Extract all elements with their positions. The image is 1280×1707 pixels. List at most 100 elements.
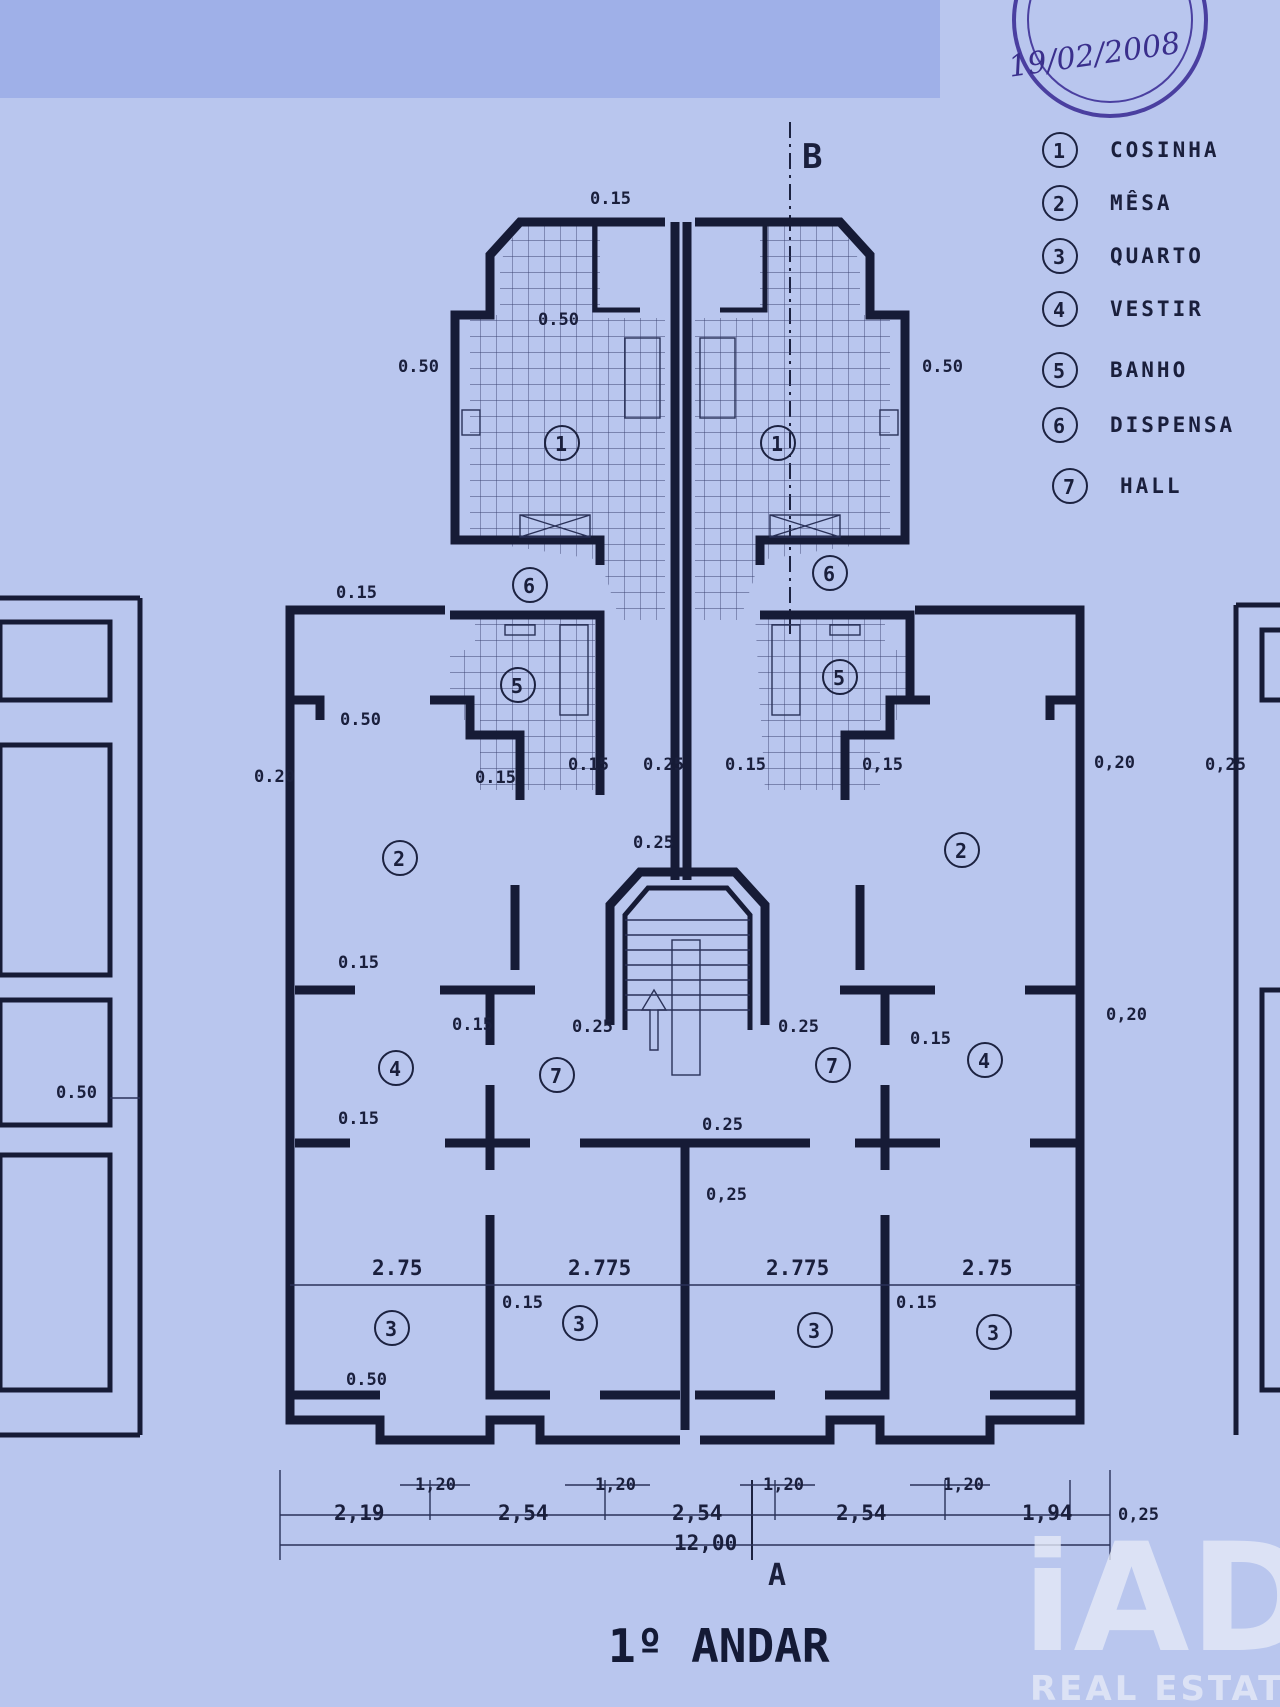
svg-text:DISPENSA: DISPENSA bbox=[1110, 413, 1235, 437]
watermark-tagline: REAL ESTATE bbox=[1030, 1669, 1280, 1707]
legend-item: 5 BANHO bbox=[1042, 352, 1185, 388]
dim-label: 0.25 bbox=[702, 1115, 743, 1135]
dim-label: 0.25 bbox=[778, 1017, 819, 1037]
total-width: 12,00 bbox=[674, 1531, 737, 1555]
dim-label: 0,25 bbox=[1205, 755, 1246, 775]
neighbor-frame-right: 0,25 bbox=[1205, 602, 1280, 1435]
svg-text:MÊSA: MÊSA bbox=[1110, 190, 1173, 215]
svg-text:4: 4 bbox=[978, 1049, 990, 1073]
room-bath-left: 5 bbox=[500, 667, 536, 703]
svg-text:2: 2 bbox=[1053, 192, 1065, 216]
dim-label: 0.50 bbox=[56, 1083, 97, 1103]
room-width: 2.775 bbox=[568, 1256, 631, 1280]
svg-text:5: 5 bbox=[511, 674, 523, 698]
dim-label: 0.15 bbox=[338, 1109, 379, 1129]
section-mark-a: A bbox=[768, 1558, 786, 1593]
dim-label: 0.15 bbox=[725, 755, 766, 775]
neighbor-frame-left: 0.50 bbox=[0, 595, 143, 1438]
room-width: 2.75 bbox=[372, 1256, 423, 1280]
dim-label: 0.50 bbox=[922, 357, 963, 377]
dim-label: 0.15 bbox=[452, 1015, 493, 1035]
window-width: 1,20 bbox=[943, 1475, 984, 1495]
room-width: 2.775 bbox=[766, 1256, 829, 1280]
svg-text:3: 3 bbox=[1053, 245, 1065, 269]
svg-text:3: 3 bbox=[808, 1319, 820, 1343]
floor-title: 1º ANDAR bbox=[608, 1619, 830, 1673]
window-width: 1,20 bbox=[595, 1475, 636, 1495]
segment-width: 1,94 bbox=[1022, 1501, 1073, 1525]
svg-text:6: 6 bbox=[823, 562, 835, 586]
svg-text:6: 6 bbox=[1053, 414, 1065, 438]
dim-label: 0.25 bbox=[572, 1017, 613, 1037]
dim-label: 0.15 bbox=[336, 583, 377, 603]
segment-width: 2,54 bbox=[498, 1501, 549, 1525]
dim-label: 0,25 bbox=[706, 1185, 747, 1205]
svg-text:7: 7 bbox=[550, 1064, 562, 1088]
walls bbox=[285, 217, 1085, 1445]
room-kitchen-right: 1 bbox=[760, 425, 796, 461]
svg-text:4: 4 bbox=[389, 1057, 401, 1081]
dim-label: 0.15 bbox=[338, 953, 379, 973]
segment-width: 2,19 bbox=[334, 1501, 385, 1525]
svg-text:5: 5 bbox=[833, 666, 845, 690]
dim-label: 0.15 bbox=[475, 768, 516, 788]
dim-label: 0.50 bbox=[340, 710, 381, 730]
dim-label: 0.15 bbox=[910, 1029, 951, 1049]
svg-text:VESTIR: VESTIR bbox=[1110, 297, 1204, 321]
svg-text:7: 7 bbox=[1063, 475, 1075, 499]
window-width: 1,20 bbox=[415, 1475, 456, 1495]
dimension-labels: 0.15 0.50 0.50 0.50 0.15 0.50 0.20 0,20 … bbox=[254, 189, 1159, 1555]
room-legend: 1 COSINHA 2 MÊSA 3 QUARTO 4 VESTIR 5 bbox=[1042, 132, 1235, 504]
segment-width: 2,54 bbox=[836, 1501, 887, 1525]
svg-text:3: 3 bbox=[385, 1317, 397, 1341]
stamp-date: 19/02/2008 bbox=[1006, 26, 1182, 85]
svg-text:1: 1 bbox=[771, 432, 783, 456]
stair-treads bbox=[625, 919, 750, 1011]
room-bedroom-2: 3 bbox=[562, 1305, 598, 1341]
dim-label: 0,20 bbox=[1094, 753, 1135, 773]
legend-item: 7 HALL bbox=[1052, 468, 1183, 504]
room-width: 2.75 bbox=[962, 1256, 1013, 1280]
dim-label: 0,20 bbox=[1106, 1005, 1147, 1025]
svg-text:3: 3 bbox=[987, 1321, 999, 1345]
dim-label: 0.25 bbox=[633, 833, 674, 853]
dim-label: 0.50 bbox=[398, 357, 439, 377]
svg-text:5: 5 bbox=[1053, 359, 1065, 383]
room-hall-left: 7 bbox=[539, 1057, 575, 1093]
svg-text:2: 2 bbox=[393, 847, 405, 871]
legend-item: 6 DISPENSA bbox=[1042, 407, 1235, 443]
room-hall-right: 7 bbox=[815, 1047, 851, 1083]
watermark-logo: iAD bbox=[1022, 1512, 1280, 1686]
svg-text:6: 6 bbox=[523, 574, 535, 598]
top-band bbox=[0, 0, 940, 98]
dim-label: 0.15 bbox=[896, 1293, 937, 1313]
legend-item: 3 QUARTO bbox=[1042, 238, 1204, 274]
room-bedroom-1: 3 bbox=[374, 1310, 410, 1346]
approval-stamp: 19/02/2008 bbox=[1006, 0, 1208, 118]
svg-text:1: 1 bbox=[1053, 139, 1065, 163]
svg-text:4: 4 bbox=[1053, 298, 1065, 322]
dim-label: 0,15 bbox=[862, 755, 903, 775]
dim-label: 0.25 bbox=[643, 755, 684, 775]
room-pantry-right: 6 bbox=[812, 555, 848, 591]
svg-text:QUARTO: QUARTO bbox=[1110, 244, 1204, 268]
svg-text:HALL: HALL bbox=[1120, 474, 1183, 498]
dim-label: 0.50 bbox=[346, 1370, 387, 1390]
room-labels: 1 1 6 6 5 5 2 2 4 4 7 7 3 3 3 3 bbox=[374, 425, 1012, 1350]
segment-width: 0,25 bbox=[1118, 1505, 1159, 1525]
room-living-right: 2 bbox=[944, 832, 980, 868]
room-dressing-right: 4 bbox=[967, 1042, 1003, 1078]
tiled-areas bbox=[450, 222, 910, 790]
room-bath-right: 5 bbox=[822, 659, 858, 695]
legend-item: 4 VESTIR bbox=[1042, 291, 1204, 327]
dimension-guides bbox=[279, 1284, 1111, 1560]
section-mark-b: B bbox=[802, 137, 822, 177]
room-dressing-left: 4 bbox=[378, 1050, 414, 1086]
room-kitchen-left: 1 bbox=[544, 425, 580, 461]
dim-label: 0.20 bbox=[254, 767, 295, 787]
room-living-left: 2 bbox=[382, 840, 418, 876]
svg-text:COSINHA: COSINHA bbox=[1110, 138, 1220, 162]
dim-label: 0.50 bbox=[538, 310, 579, 330]
